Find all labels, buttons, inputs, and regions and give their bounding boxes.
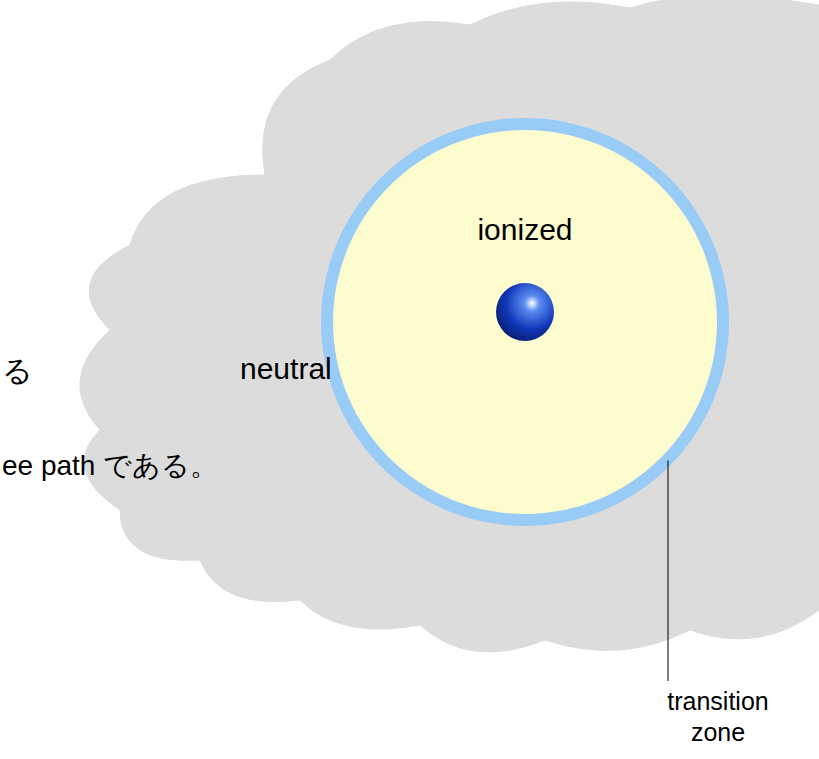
- central-star: [496, 283, 554, 341]
- cut-text: る: [2, 352, 33, 390]
- region-label: ionized: [477, 213, 572, 248]
- cut-text: ee path である。: [2, 448, 218, 483]
- zone-label: transition zone: [643, 686, 793, 749]
- neutral-cloud: neutral ionized: [0, 0, 819, 670]
- region-label: neutral: [240, 352, 332, 387]
- leader-line: [668, 460, 669, 681]
